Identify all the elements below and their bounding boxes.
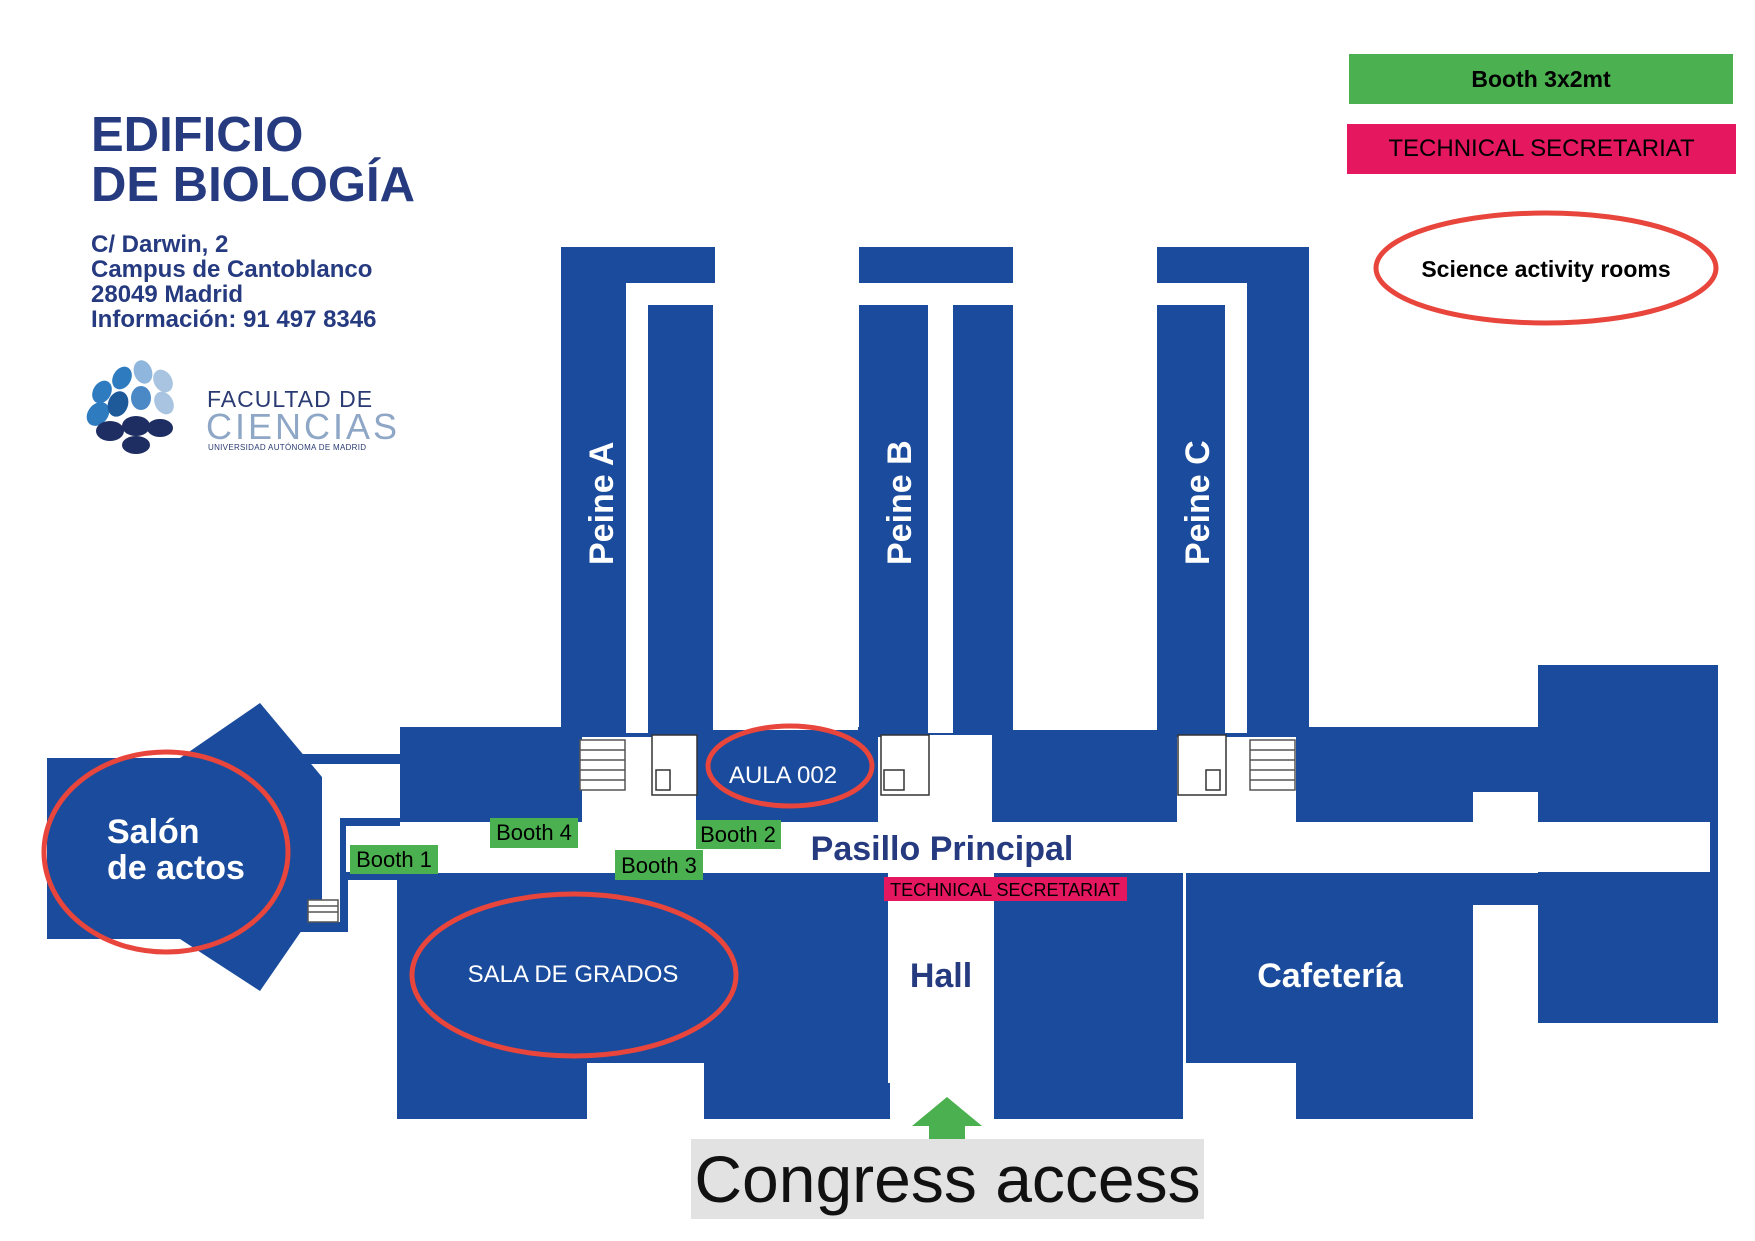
logo-text-top: FACULTAD DE [207,386,374,412]
elevator-icon [651,734,1227,796]
booth-4-marker [490,818,578,848]
legend-technical-secretariat: TECHNICAL SECRETARIAT [1347,124,1736,174]
address-line: Información: 91 497 8346 [91,306,377,333]
congress-access-label: Congress access [691,1139,1204,1219]
booth-3-label: Booth 3 [621,853,697,878]
booth-4-label: Booth 4 [496,820,572,845]
booth-2-label: Booth 2 [700,822,776,847]
peine-b-label: Peine B [881,440,919,565]
building-address: C/ Darwin, 2 Campus de Cantoblanco 28049… [91,232,376,332]
salon-label-line1: Salón [107,813,200,851]
legend-booth: Booth 3x2mt [1349,54,1733,104]
booth-2-marker [696,820,781,849]
technical-secretariat-marker [884,877,1127,901]
booth-1-label: Booth 1 [356,847,432,872]
science-legend-ellipse [1373,210,1719,326]
technical-secretariat-label: TECHNICAL SECRETARIAT [890,880,1120,900]
salon-label-line2: de actos [107,849,245,887]
address-line: 28049 Madrid [91,281,244,308]
logo-text-sub: UNIVERSIDAD AUTÓNOMA DE MADRID [208,443,367,452]
title-line2: DE BIOLOGÍA [91,158,415,212]
building-blocks [47,247,1718,1119]
stairs-icon [307,739,1296,923]
hall-label: Hall [910,957,972,995]
peine-a-label: Peine A [583,442,621,565]
aula-002-highlight [705,723,875,809]
title-line1: EDIFICIO [91,108,304,162]
science-legend-label: Science activity rooms [1421,256,1670,282]
building-title: EDIFICIO DE BIOLOGÍA [91,110,415,210]
booth-3-marker [615,850,703,880]
entrance-arrow-icon [912,1097,982,1140]
peine-c-label: Peine C [1179,440,1217,565]
cafeteria-label: Cafetería [1257,957,1404,995]
faculty-logo-icon [86,360,174,454]
address-line: Campus de Cantoblanco [91,256,373,283]
address-line: C/ Darwin, 2 [91,231,229,258]
aula-002-label: AULA 002 [729,762,837,789]
pasillo-principal-label: Pasillo Principal [811,830,1074,868]
salon-de-actos-highlight [41,749,291,955]
sala-de-grados-label: SALA DE GRADOS [468,961,679,988]
booth-1-marker [350,845,438,874]
sala-de-grados-highlight [409,891,739,1059]
logo-text-main: CIENCIAS [206,406,401,447]
